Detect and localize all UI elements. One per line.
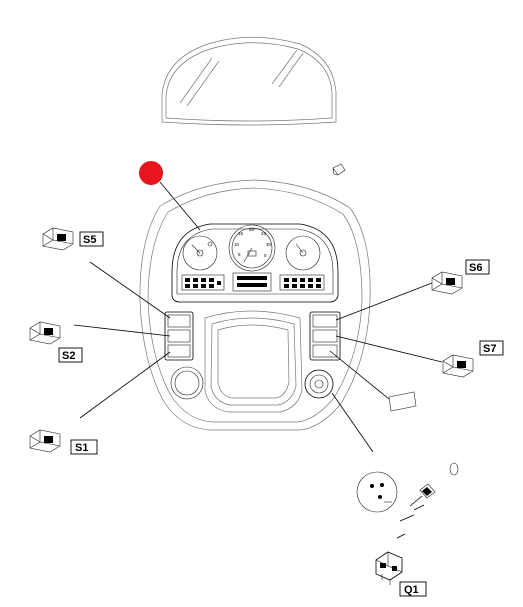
gauge-number: 10: [234, 242, 240, 247]
ignition-assembly: [356, 462, 459, 585]
part-label-s7: S7: [483, 343, 496, 355]
ignition-socket: [304, 369, 334, 399]
ignition-switch-body-icon: [375, 551, 403, 585]
warning-lamp-panel-icon: [185, 276, 321, 288]
clip-part-icon: [332, 163, 346, 176]
part-label-s5: S5: [83, 234, 96, 246]
rocker-switch-icon: [29, 321, 61, 345]
label-s5: S5: [79, 231, 104, 247]
part-label-s6: S6: [469, 262, 482, 274]
right-switch-bank: [309, 311, 341, 361]
leader-lines: [73, 261, 443, 453]
label-s6: S6: [465, 259, 490, 275]
gauge-number: 15: [238, 231, 244, 236]
instrument-cluster: [171, 223, 339, 303]
gauge-number: 25: [261, 231, 267, 236]
lamp-card-icon: [388, 391, 417, 412]
rocker-switch-icon: [42, 227, 74, 251]
part-label-s1: S1: [75, 442, 88, 454]
label-q1: Q1: [399, 581, 427, 597]
round-socket-left: [170, 366, 204, 400]
gauge-number: 0: [264, 253, 267, 258]
part-label-s2: S2: [62, 350, 75, 362]
dashboard-housing: [139, 179, 371, 431]
gauge-number: 30: [266, 242, 272, 247]
rocker-switch-icon: [29, 429, 61, 453]
label-s1: S1: [70, 439, 98, 455]
label-s7: S7: [479, 340, 504, 356]
red-dot-marker-icon: [139, 161, 163, 185]
label-s2: S2: [58, 347, 83, 363]
part-label-q1: Q1: [404, 584, 419, 596]
rocker-switch-icon: [442, 354, 474, 378]
gauge-number: 5: [238, 252, 241, 257]
speedometer-scale: 20 25 15 30 10 5 0: [234, 227, 272, 258]
windshield-glass-icon: [161, 36, 337, 126]
gauge-number: 20: [249, 227, 255, 232]
ignition-key-icon: [409, 483, 436, 507]
rocker-switch-icon: [431, 271, 463, 295]
